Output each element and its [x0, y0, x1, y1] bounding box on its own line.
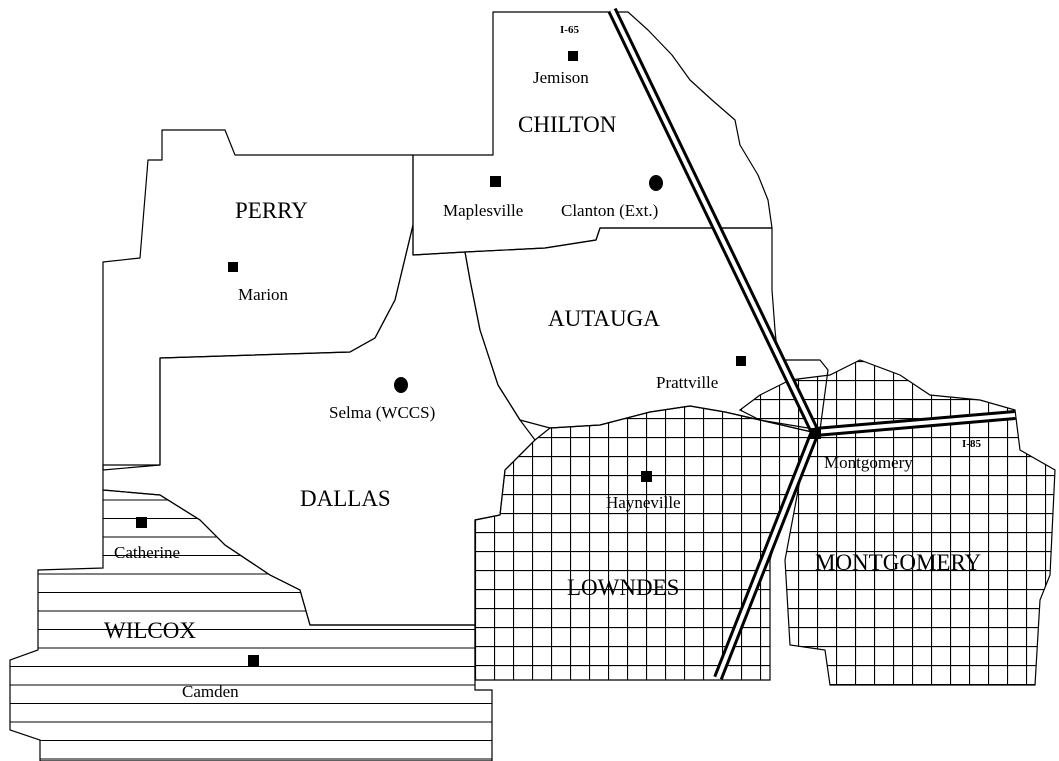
- town-jemison: Jemison: [533, 68, 589, 87]
- label-i85: I-85: [962, 438, 981, 450]
- label-lowndes: LOWNDES: [567, 575, 679, 600]
- marker-marion: [228, 262, 238, 272]
- town-montgomery-city: Montgomery: [824, 453, 913, 472]
- marker-maplesville: [490, 176, 501, 187]
- town-hayneville: Hayneville: [606, 493, 681, 512]
- label-montgomery: MONTGOMERY: [815, 550, 982, 575]
- marker-jemison: [568, 51, 578, 61]
- interstate-i85: [814, 410, 1016, 437]
- county-labels: CHILTON PERRY AUTAUGA DALLAS WILCOX LOWN…: [104, 112, 982, 643]
- county-lowndes: [474, 405, 813, 681]
- marker-prattville: [736, 356, 746, 366]
- label-autauga: AUTAUGA: [548, 306, 660, 331]
- label-i65: I-65: [560, 24, 579, 36]
- town-markers: [136, 51, 821, 666]
- county-wilcox: [9, 489, 493, 761]
- label-perry: PERRY: [235, 198, 308, 223]
- town-marion: Marion: [238, 285, 289, 304]
- town-selma: Selma (WCCS): [329, 403, 435, 422]
- marker-hayneville: [641, 471, 652, 482]
- marker-camden: [248, 655, 259, 666]
- label-chilton: CHILTON: [518, 112, 617, 137]
- town-camden: Camden: [182, 682, 239, 701]
- marker-montgomery-city: [810, 428, 821, 439]
- marker-catherine: [136, 517, 147, 528]
- county-montgomery: [738, 359, 1056, 686]
- town-labels: Jemison Maplesville Clanton (Ext.) Mario…: [114, 68, 913, 701]
- label-dallas: DALLAS: [300, 486, 391, 511]
- town-clanton: Clanton (Ext.): [561, 201, 658, 220]
- marker-clanton: [649, 175, 663, 191]
- label-wilcox: WILCOX: [104, 618, 196, 643]
- marker-selma: [394, 377, 408, 393]
- town-catherine: Catherine: [114, 543, 180, 562]
- town-maplesville: Maplesville: [443, 201, 523, 220]
- town-prattville: Prattville: [656, 373, 718, 392]
- highway-labels: I-65 I-85: [560, 24, 981, 450]
